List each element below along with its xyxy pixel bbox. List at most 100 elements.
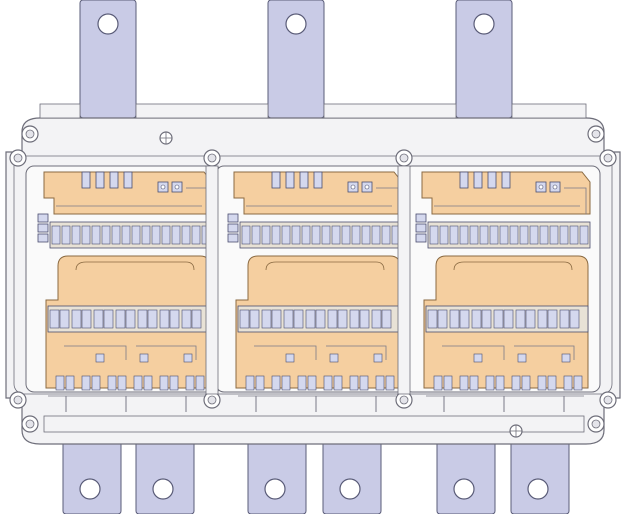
upper-chip xyxy=(559,225,569,245)
upper-chip xyxy=(539,225,549,245)
hole-center xyxy=(13,153,23,163)
bottom-pin-pad xyxy=(459,375,469,391)
driver-pad xyxy=(373,353,383,363)
gate-pad xyxy=(123,171,133,189)
module-1 xyxy=(25,165,223,412)
hole-center xyxy=(13,395,23,405)
side-pad xyxy=(415,233,427,243)
gate-pad xyxy=(81,171,91,189)
upper-chip xyxy=(81,225,91,245)
upper-chip xyxy=(529,225,539,245)
lower-chip xyxy=(459,309,470,329)
lower-chip xyxy=(147,309,158,329)
gate-trace xyxy=(326,345,387,360)
driver-pad xyxy=(95,353,105,363)
side-pad xyxy=(415,213,427,223)
lower-chip xyxy=(547,309,558,329)
hole-center xyxy=(603,153,613,163)
driver-pad xyxy=(517,353,527,363)
gate-pad xyxy=(95,171,105,189)
lower-chip xyxy=(381,309,392,329)
top-rail-4 xyxy=(511,103,587,119)
hole-center xyxy=(399,395,409,405)
bottom-pin-pad xyxy=(469,375,479,391)
upper-chip xyxy=(71,225,81,245)
top-rail-2 xyxy=(135,103,269,119)
lower-chip xyxy=(293,309,304,329)
lower-chip xyxy=(349,309,360,329)
mounting-hole-11 xyxy=(21,415,39,433)
mounting-hole-10 xyxy=(587,125,605,143)
side-pad xyxy=(227,213,239,223)
aux-dot xyxy=(350,184,356,190)
hole-center xyxy=(591,419,601,429)
side-pad xyxy=(415,223,427,233)
fiducial-cross xyxy=(160,132,172,144)
lower-chip xyxy=(249,309,260,329)
bottom-pin-pad xyxy=(547,375,557,391)
upper-chip xyxy=(261,225,271,245)
upper-chip xyxy=(439,225,449,245)
lower-chip xyxy=(371,309,382,329)
bottom-terminal-5 xyxy=(436,431,496,514)
upper-chip xyxy=(121,225,131,245)
hole-center xyxy=(399,153,409,163)
bottom-pin-pad xyxy=(521,375,531,391)
bracket xyxy=(265,261,385,271)
upper-chip xyxy=(459,225,469,245)
bottom-pin-pad xyxy=(537,375,547,391)
gate-pad xyxy=(285,171,295,189)
upper-chip xyxy=(101,225,111,245)
top-terminal-3 xyxy=(455,0,513,119)
aux-dot xyxy=(174,184,180,190)
bracket xyxy=(75,261,195,271)
lower-chip xyxy=(93,309,104,329)
module-2 xyxy=(215,165,413,412)
bottom-pin-pad xyxy=(255,375,265,391)
gate-pad xyxy=(501,171,511,189)
gate-trace xyxy=(136,345,197,360)
gate-trace xyxy=(514,345,575,360)
bottom-pin-pad xyxy=(563,375,573,391)
bottom-pin-pad xyxy=(159,375,169,391)
upper-chip xyxy=(361,225,371,245)
upper-chip xyxy=(251,225,261,245)
bottom-pin-pad xyxy=(573,375,583,391)
side-pad xyxy=(37,213,49,223)
lower-chip xyxy=(71,309,82,329)
gate-pad xyxy=(487,171,497,189)
lower-chip xyxy=(471,309,482,329)
gate-pad xyxy=(313,171,323,189)
bottom-pin-pad xyxy=(297,375,307,391)
hole-center xyxy=(591,129,601,139)
bracket xyxy=(453,261,573,271)
lower-chip xyxy=(359,309,370,329)
side-pad xyxy=(227,233,239,243)
top-rail-3 xyxy=(323,103,457,119)
upper-chip xyxy=(469,225,479,245)
mounting-hole-7 xyxy=(395,391,413,409)
gate-trace xyxy=(64,345,127,360)
bottom-pin-pad xyxy=(55,375,65,391)
aux-dot xyxy=(552,184,558,190)
lower-chip xyxy=(181,309,192,329)
upper-chip xyxy=(429,225,439,245)
bottom-pin-pad xyxy=(485,375,495,391)
upper-chip xyxy=(479,225,489,245)
upper-chip xyxy=(241,225,251,245)
terminal-hole xyxy=(453,478,475,500)
upper-chip xyxy=(371,225,381,245)
hole-center xyxy=(603,395,613,405)
upper-chip xyxy=(351,225,361,245)
fiducial-1 xyxy=(159,131,173,145)
mounting-hole-5 xyxy=(9,391,27,409)
lower-chip xyxy=(305,309,316,329)
module-separator-2 xyxy=(397,165,411,395)
upper-chip xyxy=(111,225,121,245)
terminal-hole xyxy=(527,478,549,500)
lower-chip xyxy=(137,309,148,329)
mounting-hole-3 xyxy=(395,149,413,167)
gate-pad xyxy=(271,171,281,189)
gate-trace xyxy=(254,345,317,360)
upper-chip xyxy=(281,225,291,245)
